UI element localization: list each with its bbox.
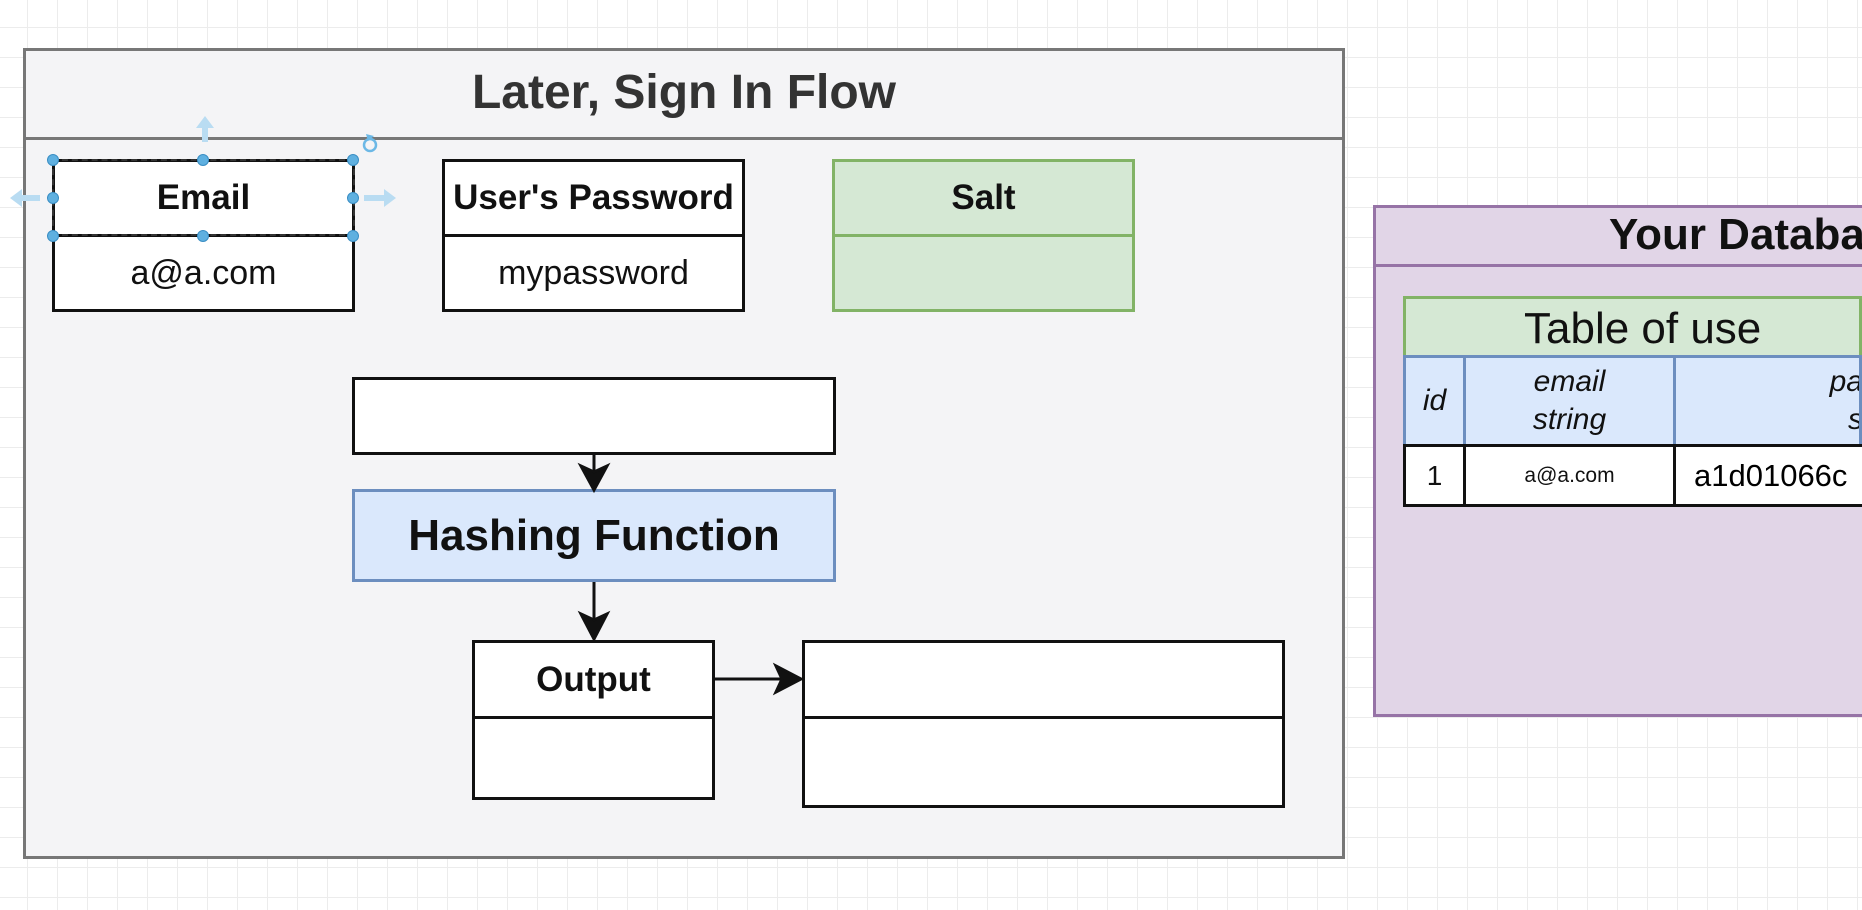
column-header-email[interactable]: email string <box>1463 355 1676 447</box>
table-cell-email[interactable]: a@a.com <box>1463 444 1676 507</box>
arrowhead-right-icon <box>772 662 805 696</box>
hashing-function-box[interactable]: Hashing Function <box>352 489 836 582</box>
column-header-id-label: id <box>1422 384 1447 417</box>
sign-in-flow-title: Later, Sign In Flow <box>23 48 1345 140</box>
resize-handle-right[interactable] <box>347 192 359 204</box>
column-header-password-type: s <box>1848 403 1862 436</box>
column-header-email-label: email <box>1533 365 1606 398</box>
arrow-right-hint-icon[interactable] <box>364 189 396 207</box>
arrow-left-hint-icon[interactable] <box>10 189 40 207</box>
table-cell-password[interactable]: a1d01066c <box>1673 444 1862 507</box>
users-table-title: Table of use <box>1403 296 1862 358</box>
password-box[interactable]: User's Password mypassword <box>442 159 745 312</box>
resize-handle-bottom[interactable] <box>197 230 209 242</box>
arrowhead-down-icon <box>577 462 611 494</box>
column-header-email-type: string <box>1532 403 1607 436</box>
result-box[interactable] <box>802 640 1285 808</box>
arrow-up-hint-icon[interactable] <box>196 116 214 142</box>
resize-handle-left[interactable] <box>47 192 59 204</box>
database-title: Your Databa <box>1373 205 1862 267</box>
password-header: User's Password <box>453 178 734 217</box>
output-box[interactable]: Output <box>472 640 715 800</box>
email-header: Email <box>156 178 251 217</box>
hash-input-box[interactable] <box>352 377 836 455</box>
password-divider <box>445 234 742 237</box>
resize-handle-top-right[interactable] <box>347 154 359 166</box>
resize-handle-bottom-left[interactable] <box>47 230 59 242</box>
output-divider <box>475 716 712 719</box>
arrowhead-down-icon <box>577 610 611 643</box>
email-value: a@a.com <box>130 253 277 292</box>
result-divider <box>805 716 1282 719</box>
resize-handle-top[interactable] <box>197 154 209 166</box>
salt-header: Salt <box>951 178 1016 217</box>
salt-divider <box>835 234 1132 237</box>
column-header-id[interactable]: id <box>1403 355 1466 447</box>
resize-handle-bottom-right[interactable] <box>347 230 359 242</box>
password-value: mypassword <box>498 253 689 292</box>
output-header: Output <box>536 659 651 699</box>
resize-handle-top-left[interactable] <box>47 154 59 166</box>
rotate-icon[interactable] <box>362 134 378 153</box>
table-cell-id[interactable]: 1 <box>1403 444 1466 507</box>
column-header-password-label: pa <box>1829 365 1862 398</box>
column-header-password[interactable]: pa s <box>1673 355 1862 447</box>
salt-box[interactable]: Salt <box>832 159 1135 312</box>
